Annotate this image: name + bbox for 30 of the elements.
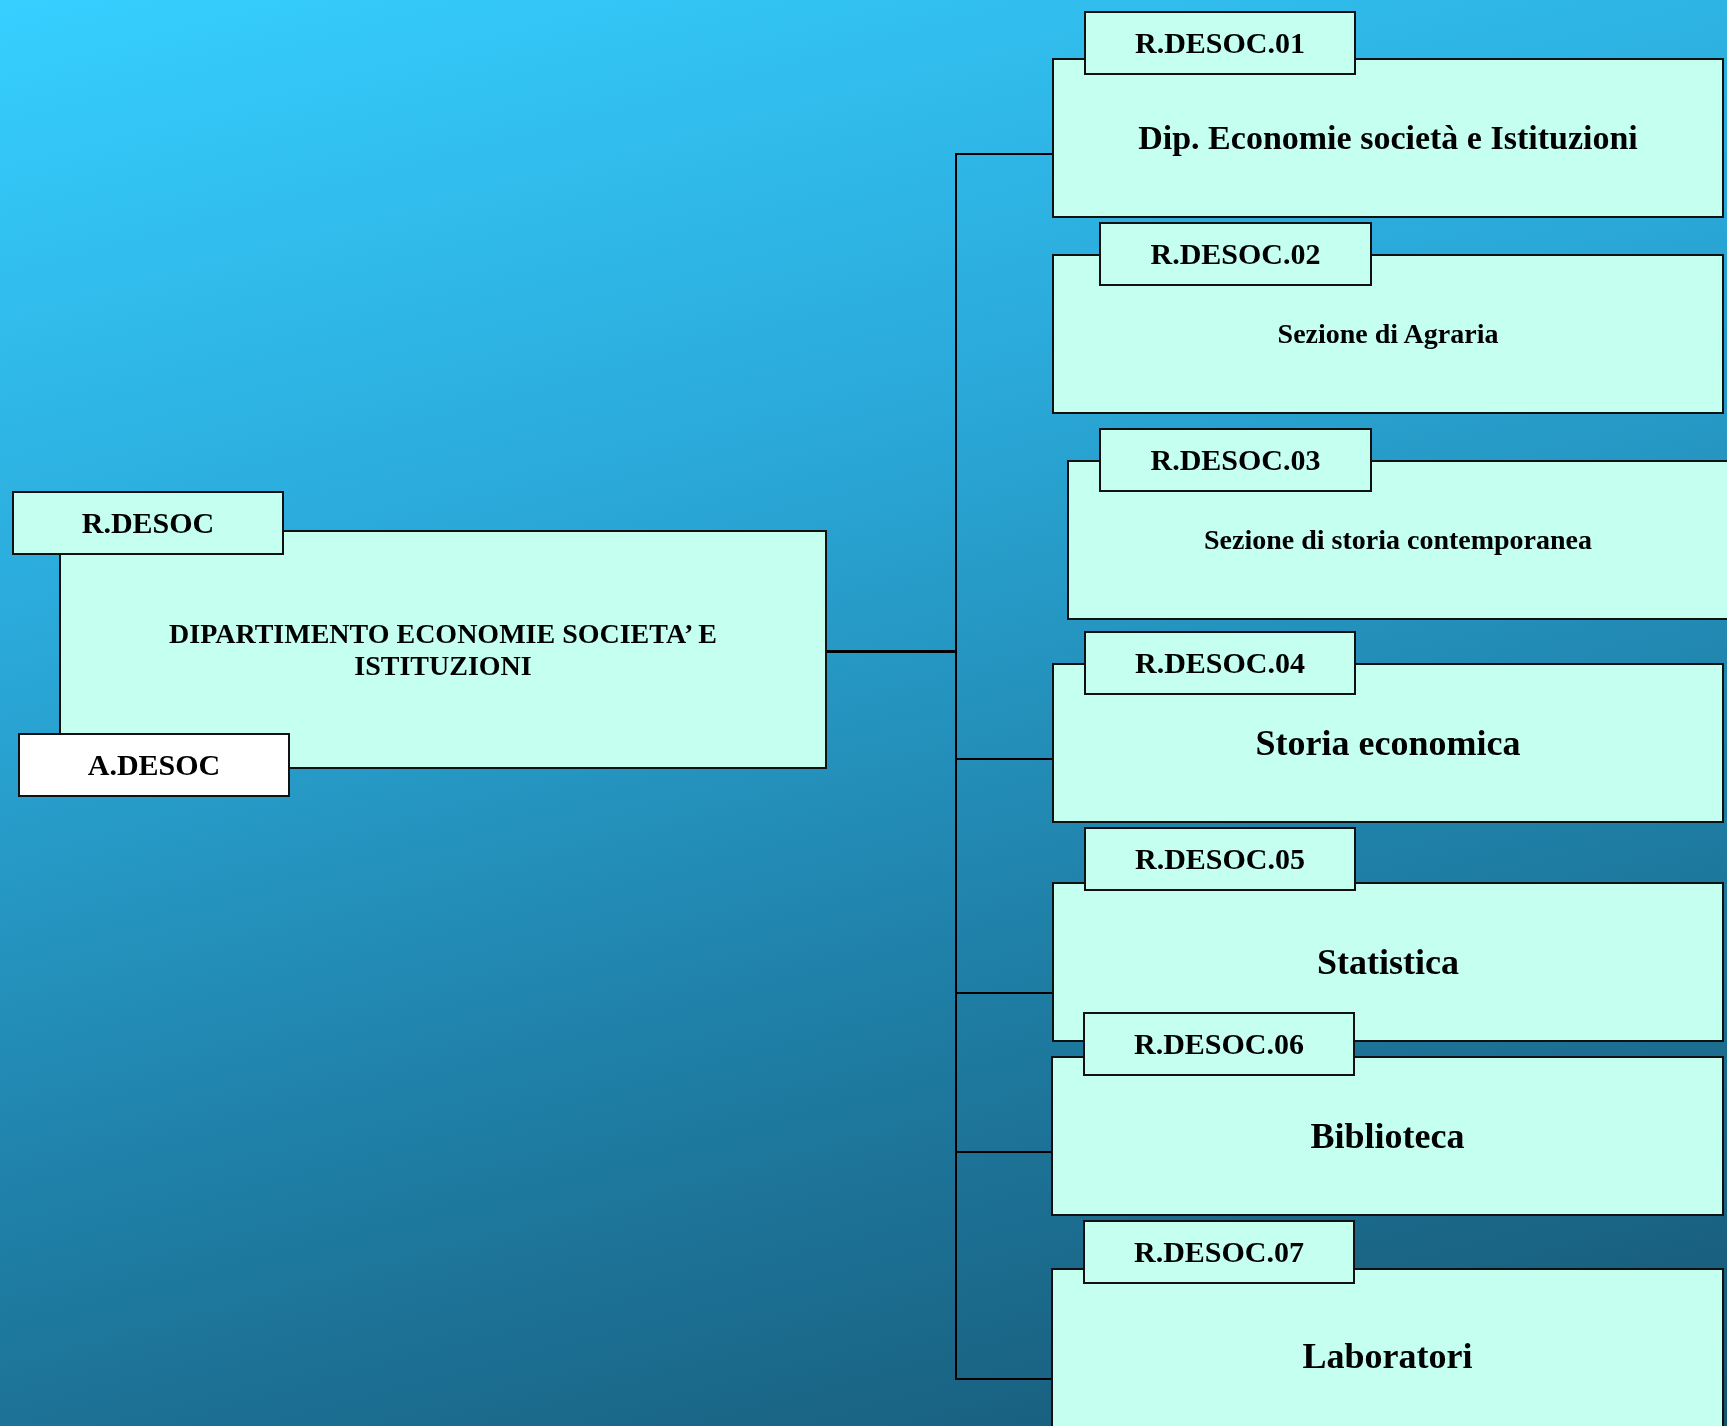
unit-name: DIPARTIMENTO ECONOMIE SOCIETA’ E ISTITUZIONI [168,617,718,682]
unit-box [1052,58,1724,218]
connector-line [826,650,1052,1380]
code-tab [1084,827,1356,891]
code-tab [1084,631,1356,695]
unit-name: Storia economica [1255,722,1521,764]
code-tab [1083,1220,1355,1284]
unit-box [1051,1056,1724,1216]
unit-code: R.DESOC.03 [1150,443,1321,477]
code-tab [1084,11,1356,75]
unit-name: Statistica [1317,941,1459,983]
unit-name: Sezione di Agraria [1277,318,1499,350]
unit-code: R.DESOC.02 [1150,237,1321,271]
code-tab [18,733,290,797]
unit-code: A.DESOC [87,748,221,782]
code-tab [12,491,284,555]
unit-name: Dip. Economie società e Istituzioni [1138,119,1638,157]
unit-code: R.DESOC.04 [1135,646,1305,680]
unit-box [1051,1268,1724,1426]
code-tab [1099,428,1372,492]
code-tab [1099,222,1372,286]
unit-code: R.DESOC.07 [1134,1235,1304,1269]
unit-name: Sezione di storia contemporanea [1203,524,1593,556]
unit-name: Biblioteca [1310,1115,1465,1157]
unit-code: R.DESOC.01 [1135,26,1305,60]
unit-code: R.DESOC.05 [1135,842,1305,876]
code-tab [1083,1012,1355,1076]
unit-code: R.DESOC.06 [1134,1027,1304,1061]
unit-name: Laboratori [1302,1334,1473,1377]
unit-code: R.DESOC [81,506,215,540]
